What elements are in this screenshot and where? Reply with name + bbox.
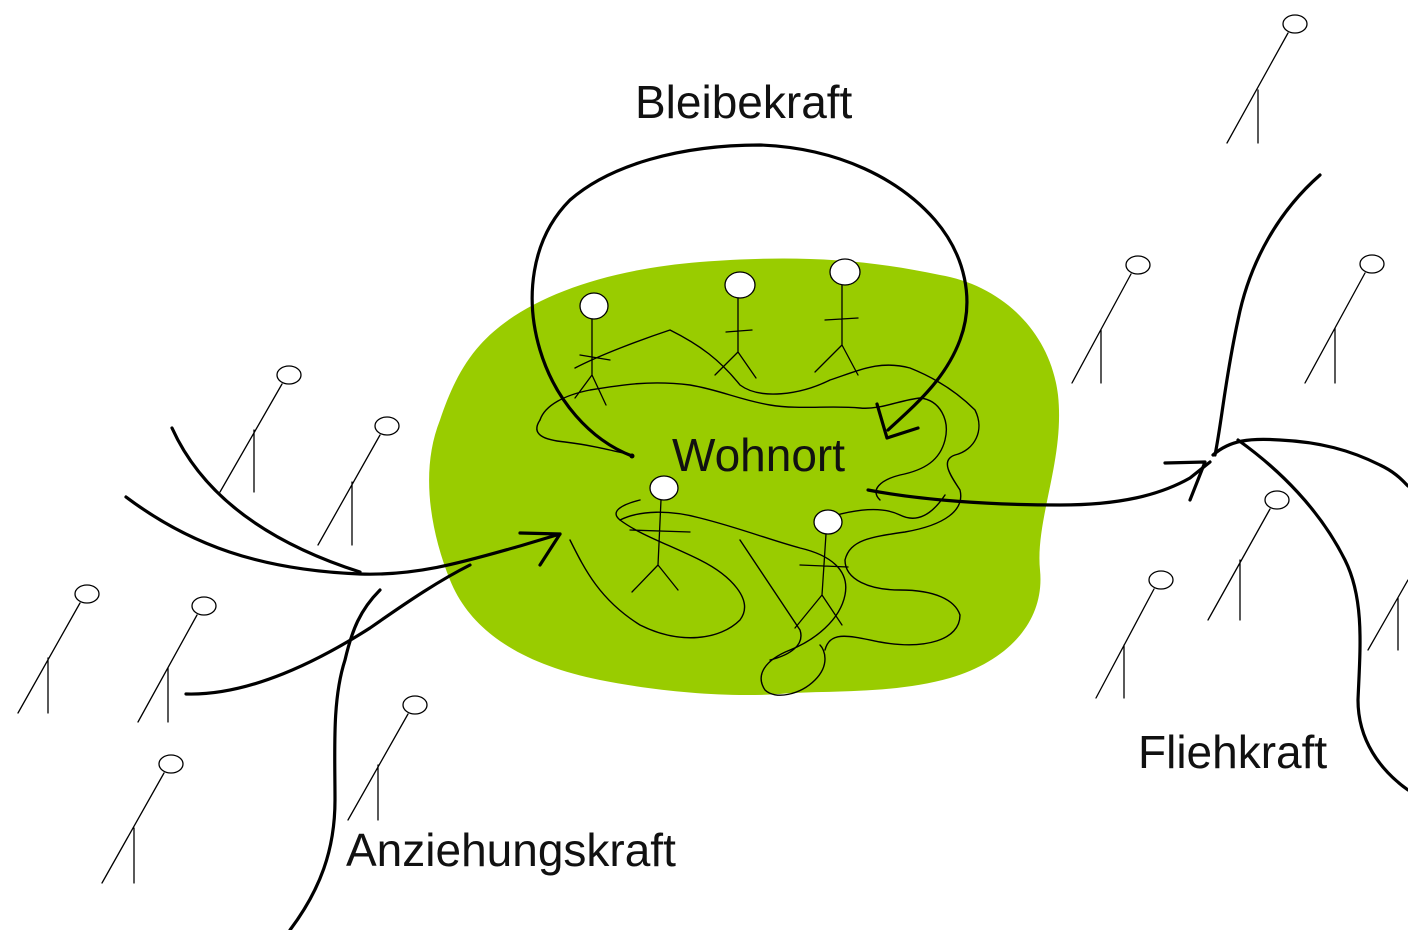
label-bleibekraft: Bleibekraft bbox=[635, 76, 853, 128]
figure-left-5 bbox=[348, 696, 427, 820]
figure-right-2 bbox=[1072, 256, 1150, 383]
label-wohnort: Wohnort bbox=[672, 429, 845, 481]
figure-left-3 bbox=[18, 585, 99, 713]
figure-right-5 bbox=[1096, 571, 1173, 698]
figure-left-1 bbox=[220, 366, 301, 492]
label-anziehungskraft: Anziehungskraft bbox=[346, 824, 676, 876]
figure-right-1 bbox=[1227, 15, 1307, 143]
label-fliehkraft: Fliehkraft bbox=[1138, 726, 1327, 778]
figure-right-3 bbox=[1305, 255, 1384, 383]
figure-right-4 bbox=[1208, 491, 1289, 620]
figure-left-6 bbox=[102, 755, 183, 883]
figure-right-6 bbox=[1368, 580, 1408, 650]
figure-left-4 bbox=[138, 597, 216, 722]
figure-left-2 bbox=[318, 417, 399, 545]
